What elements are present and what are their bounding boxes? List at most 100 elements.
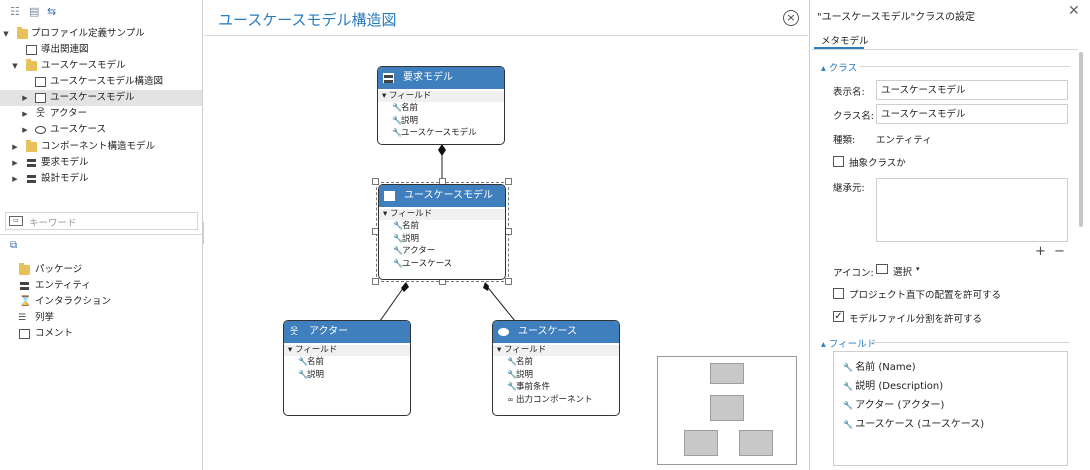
tree-item-label: ユースケースモデル [50,92,135,103]
field-list[interactable] [833,351,1068,466]
tree-item-label: ユースケース [50,124,107,135]
field-label: 説明 [401,115,419,126]
remove-button[interactable]: − [1054,244,1065,259]
field-label: 説明 [516,369,534,380]
ellipse-icon [498,328,509,336]
explorer-panel: ☷ ▤ ⇆ ▼ プロファイル定義サンプル 導出関連図 ▼ ユースケースモデル ユ… [0,0,209,470]
node-field: 🔧ユースケースモデル [378,127,504,140]
search-input[interactable]: キーワード [29,218,77,229]
layers-icon[interactable]: ▤ [29,5,40,18]
divider [812,49,1078,50]
add-button[interactable]: + [1035,244,1046,259]
tree-item-usecase-model[interactable]: ▶ ユースケースモデル [0,90,202,106]
field-label: 名前 [401,103,419,113]
display-name-field[interactable]: ユースケースモデル [876,80,1068,100]
tree-item-usecase[interactable]: ▶ ユースケース [0,122,202,138]
resize-handle[interactable] [372,278,379,285]
divider [860,66,1070,67]
chevron-down-icon[interactable]: ▼ [12,62,18,70]
field-label: 説明 [402,233,420,244]
palette-icon[interactable]: ⧉ [10,240,18,251]
tree-item-usecase-model-pkg[interactable]: ▼ ユースケースモデル [0,58,202,74]
section-label: フィールド [388,91,432,101]
node-usecase[interactable]: ユースケース ▾ フィールド 🔧名前 🔧説明 🔧事前条件 ∞出力コンポーネント [492,320,620,416]
actor-icon: 웃 [290,327,299,337]
resize-handle[interactable] [505,178,512,185]
tree-item-component[interactable]: ▶ コンポーネント構造モデル [0,139,202,155]
section-label: フィールド [389,209,433,219]
node-actor[interactable]: 웃 アクター ▾ フィールド 🔧名前 🔧説明 [283,320,411,416]
class-name-field[interactable]: ユースケースモデル [876,104,1068,124]
field-section: ▾ フィールド [379,209,505,220]
palette-label: エンティティ [35,280,91,291]
tree-item-label: ユースケースモデル構造図 [50,76,164,87]
tree-item-actor[interactable]: ▶ 웃 アクター [0,106,202,122]
link-icon[interactable]: ⇆ [47,5,57,18]
field-section-header[interactable]: ▴ フィールド [821,339,877,350]
folder-icon [19,263,30,275]
file-split-checkbox[interactable]: ✓ [833,311,844,322]
wrench-icon: 🔧 [843,382,853,391]
inherit-label: 継承元: [833,183,865,194]
tree-item-usecase-diagram[interactable]: ユースケースモデル構造図 [0,74,202,90]
actor-icon: 웃 [36,108,46,119]
ellipse-icon [35,126,46,134]
tree-item-design[interactable]: ▶ 設計モデル [0,171,202,187]
chevron-right-icon[interactable]: ▶ [12,175,18,183]
tree-item-profile[interactable]: ▼ プロファイル定義サンプル [0,26,202,42]
node-field: 🔧名前 [379,220,505,233]
resize-handle[interactable] [505,228,512,235]
chevron-right-icon[interactable]: ▶ [12,159,18,167]
hierarchy-icon[interactable]: ☷ [10,5,20,18]
folder-icon [26,140,37,152]
node-requirement-model[interactable]: 要求モデル ▾ フィールド 🔧名前 🔧説明 🔧ユースケースモデル [377,66,505,145]
node-title: ユースケースモデル [404,190,493,201]
wrench-icon: 🔧 [507,369,517,379]
wrench-icon: 🔧 [298,357,308,366]
overview-minimap[interactable] [657,356,797,465]
link-icon: ∞ [507,394,514,404]
node-field: 🔧アクター [379,245,505,258]
properties-title: "ユースケースモデル"クラスの設定 [817,12,975,23]
search-box[interactable]: ▭ キーワード [5,212,198,230]
tree-item-derivation[interactable]: 導出関連図 [0,42,202,58]
wrench-icon: 🔧 [392,103,402,112]
node-field: 🔧名前 [284,356,410,369]
chevron-right-icon[interactable]: ▶ [22,110,28,118]
icon-select[interactable]: 選択 ▾ [876,263,928,278]
entity-icon [383,73,394,83]
abstract-checkbox[interactable] [833,156,844,167]
chevron-right-icon[interactable]: ▶ [12,143,18,151]
wrench-icon: 🔧 [393,221,403,230]
field-section: ▾ フィールド [284,345,410,356]
project-root-checkbox[interactable] [833,288,844,299]
field-list-item[interactable]: 🔧 アクター (アクター) [843,396,944,411]
class-section-header[interactable]: ▴ クラス [821,63,858,74]
resize-handle[interactable] [372,178,379,185]
field-list-item[interactable]: 🔧 名前 (Name) [843,358,916,373]
node-usecase-model[interactable]: ユースケースモデル ▾ フィールド 🔧名前 🔧説明 🔧アクター 🔧ユースケース [378,184,506,280]
class-name-label: クラス名: [833,111,875,122]
close-icon[interactable]: ✕ [1068,3,1080,19]
scrollbar[interactable] [1079,52,1083,227]
node-field: 🔧事前条件 [493,381,619,394]
chevron-right-icon[interactable]: ▶ [22,94,28,102]
tree-item-requirement[interactable]: ▶ 要求モデル [0,155,202,171]
node-title: アクター [309,326,349,337]
divider [204,35,808,36]
inherit-list[interactable] [876,178,1068,242]
node-field: 🔧説明 [284,369,410,382]
close-icon[interactable]: × [783,10,799,26]
palette-label: 列挙 [35,312,55,323]
tab-metamodel[interactable]: メタモデル [814,30,869,49]
tree-item-label: プロファイル定義サンプル [31,28,145,39]
resize-handle[interactable] [505,278,512,285]
minimap-node [710,363,744,384]
wrench-icon: 🔧 [392,128,402,137]
chevron-down-icon[interactable]: ▼ [3,30,9,38]
field-list-item[interactable]: 🔧 説明 (Description) [843,377,943,392]
chevron-right-icon[interactable]: ▶ [22,126,28,134]
field-list-item[interactable]: 🔧 ユースケース (ユースケース) [843,415,984,430]
node-title: 要求モデル [403,72,453,83]
wrench-icon: 🔧 [393,258,403,268]
